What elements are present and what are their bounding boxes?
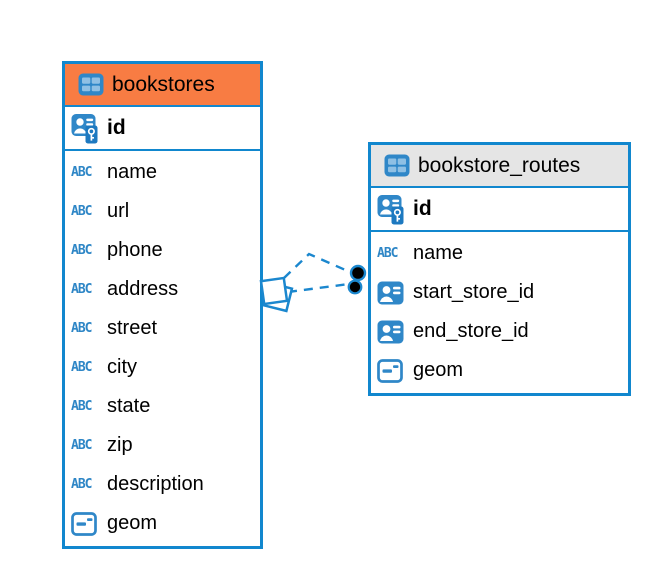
- text-type-icon: ABC: [71, 204, 93, 219]
- primary-key-icon: [377, 193, 408, 225]
- column-row[interactable]: ABC: [65, 426, 260, 465]
- column-name: geom: [413, 359, 464, 381]
- text-type-icon: ABC: [71, 282, 93, 297]
- table-icon: [78, 73, 104, 96]
- column-name: phone: [107, 239, 163, 261]
- column-row[interactable]: ABC: [65, 348, 260, 387]
- column-row[interactable]: ABC: [371, 312, 628, 351]
- primary-key-name: id: [413, 197, 432, 220]
- column-list: ABC: [371, 232, 628, 390]
- column-row[interactable]: ABC: [65, 231, 260, 270]
- table-header[interactable]: bookstores: [65, 64, 260, 107]
- column-row[interactable]: ABC: [65, 153, 260, 192]
- column-row[interactable]: ABC: [65, 192, 260, 231]
- geometry-type-icon: [377, 358, 403, 383]
- reference-type-icon: [377, 320, 404, 344]
- text-type-icon: ABC: [71, 360, 93, 375]
- text-type-icon: ABC: [71, 438, 93, 453]
- relationship-target-marker[interactable]: [347, 264, 367, 295]
- column-row[interactable]: ABC: [65, 309, 260, 348]
- table-header[interactable]: bookstore_routes: [371, 145, 628, 188]
- text-type-icon: ABC: [71, 477, 93, 492]
- column-name: street: [107, 317, 158, 339]
- column-name: description: [107, 473, 204, 495]
- column-name: name: [107, 161, 158, 183]
- column-name: name: [413, 242, 464, 264]
- text-type-icon: ABC: [377, 246, 399, 261]
- primary-key-row[interactable]: id: [371, 188, 628, 232]
- table-icon: [384, 154, 410, 177]
- text-type-icon: ABC: [71, 399, 93, 414]
- text-type-icon: ABC: [71, 321, 93, 336]
- column-row[interactable]: ABC: [371, 351, 628, 390]
- column-row[interactable]: ABC: [65, 270, 260, 309]
- column-name: city: [107, 356, 137, 378]
- reference-type-icon: [377, 281, 404, 305]
- geometry-type-icon: [71, 511, 97, 536]
- primary-key-icon: [71, 112, 102, 144]
- column-row[interactable]: ABC: [371, 234, 628, 273]
- column-name: state: [107, 395, 151, 417]
- relationship-line-lower[interactable]: [287, 282, 350, 294]
- column-name: end_store_id: [413, 320, 529, 342]
- column-row[interactable]: ABC: [371, 273, 628, 312]
- text-type-icon: ABC: [71, 243, 93, 258]
- table-title: bookstore_routes: [418, 153, 581, 177]
- column-row[interactable]: ABC: [65, 387, 260, 426]
- column-name: url: [107, 200, 130, 222]
- column-name: geom: [107, 512, 158, 534]
- column-name: address: [107, 278, 179, 300]
- table-bookstore-routes[interactable]: bookstore_routes id ABC: [368, 142, 631, 396]
- primary-key-row[interactable]: id: [65, 107, 260, 151]
- relationship-source-marker[interactable]: [259, 276, 294, 313]
- table-title: bookstores: [112, 72, 215, 96]
- column-row[interactable]: ABC: [65, 504, 260, 543]
- column-name: zip: [107, 434, 133, 456]
- column-row[interactable]: ABC: [65, 465, 260, 504]
- table-bookstores[interactable]: bookstores id ABC: [62, 61, 263, 549]
- column-name: start_store_id: [413, 281, 535, 303]
- text-type-icon: ABC: [71, 165, 93, 180]
- relationship-line-upper[interactable]: [283, 252, 351, 279]
- column-list: ABC: [65, 151, 260, 543]
- primary-key-name: id: [107, 116, 126, 139]
